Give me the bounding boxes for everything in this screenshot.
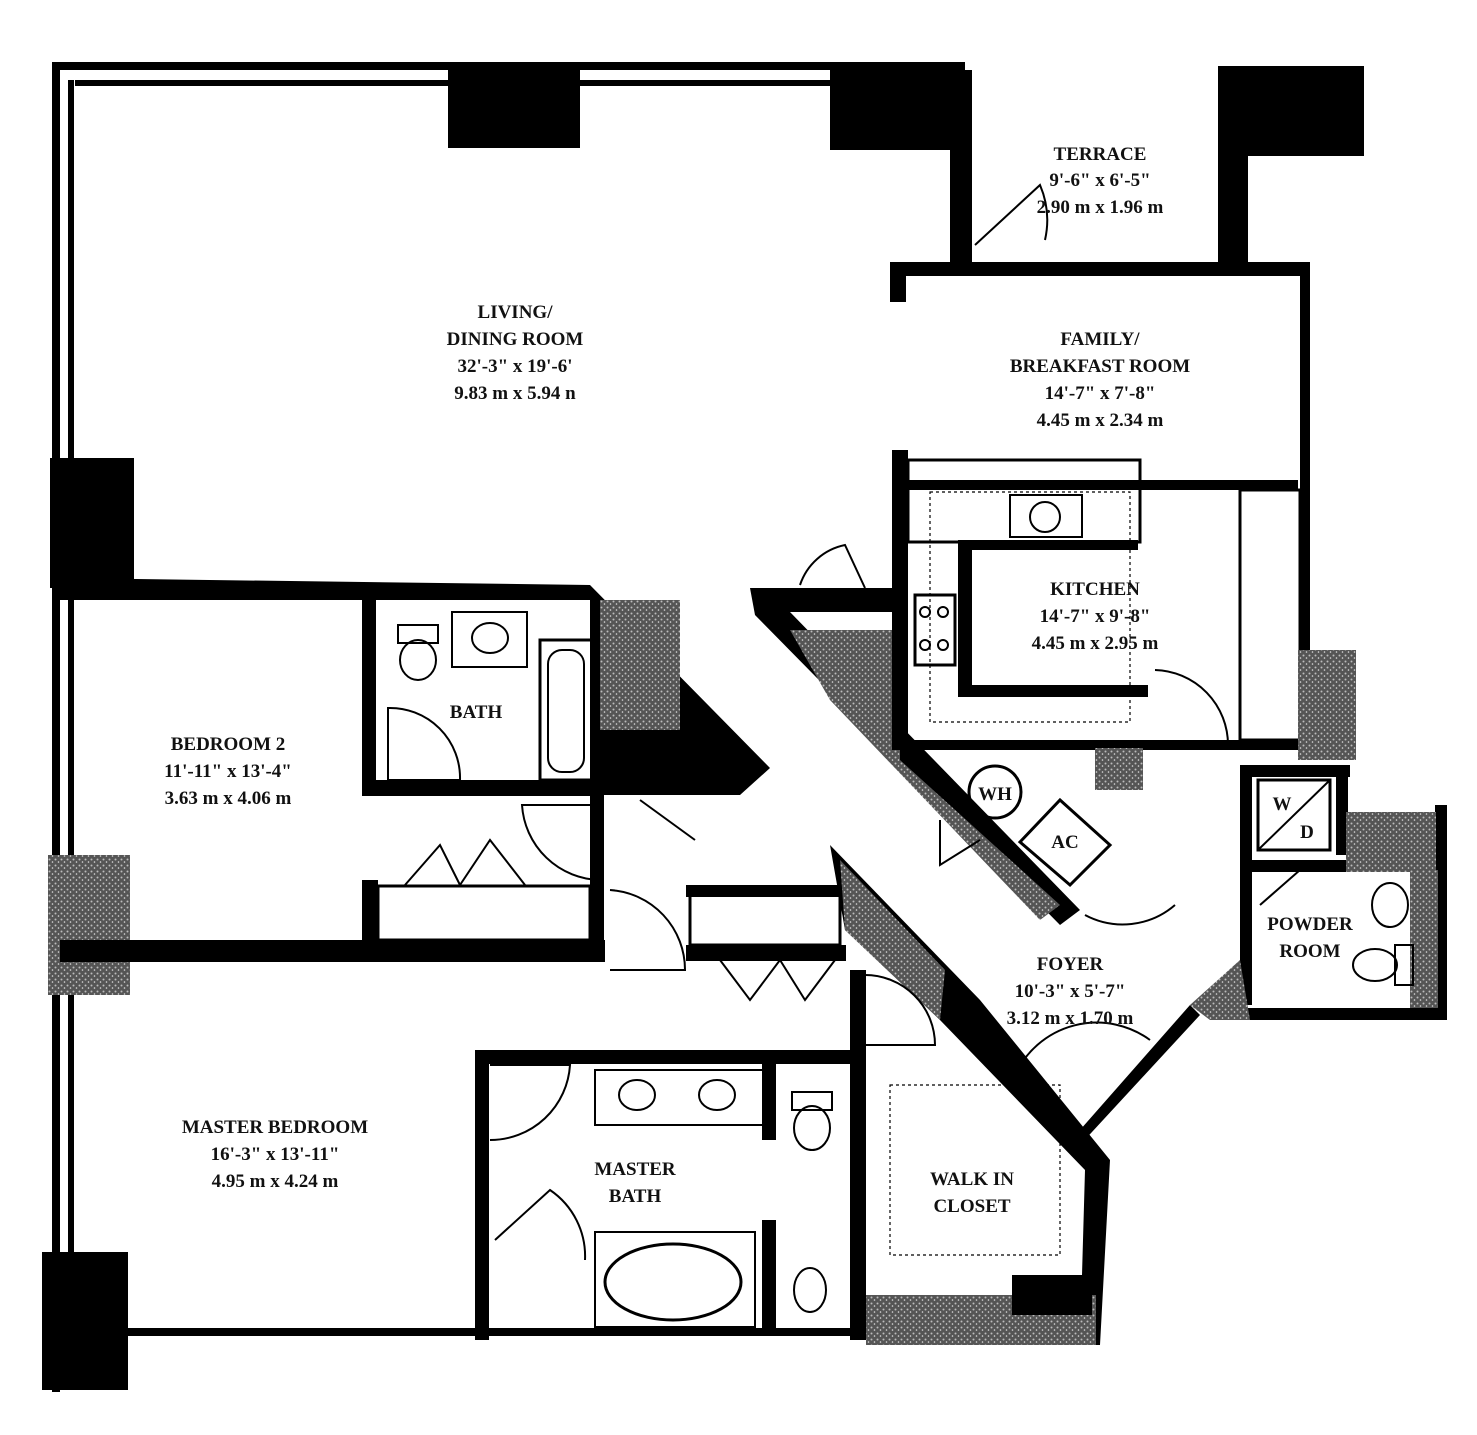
family-name-1: FAMILY/ [1060,329,1140,350]
family-imperial: 14'-7" x 7'-8" [1045,383,1156,404]
master-bath-name-2: BATH [609,1186,662,1207]
master-bedroom-name: MASTER BEDROOM [182,1117,368,1138]
family-metric: 4.45 m x 2.34 m [1037,410,1164,431]
fixture-labels: WH AC W D [978,784,1314,853]
bath-name: BATH [450,702,503,723]
master-bedroom-imperial: 16'-3" x 13'-11" [211,1144,340,1165]
living-imperial: 32'-3" x 19'-6' [457,356,572,377]
kitchen-name: KITCHEN [1050,579,1140,600]
washer-label: W [1273,794,1292,815]
interior-walls [60,450,1447,1345]
powder-name-2: ROOM [1279,941,1340,962]
structural-columns [42,66,1364,1390]
master-bath-name-1: MASTER [594,1159,676,1180]
water-heater-label: WH [978,784,1012,805]
air-conditioner-label: AC [1051,832,1078,853]
walk-in-closet-name-1: WALK IN [930,1169,1014,1190]
living-metric: 9.83 m x 5.94 n [454,383,576,404]
foyer-imperial: 10'-3" x 5'-7" [1015,981,1126,1002]
powder-name-1: POWDER [1267,914,1353,935]
foyer-metric: 3.12 m x 1.70 m [1007,1008,1134,1029]
bedroom2-metric: 3.63 m x 4.06 m [165,788,292,809]
door-swings [387,183,1301,1261]
bedroom2-name: BEDROOM 2 [171,734,286,755]
terrace-name: TERRACE [1054,144,1147,165]
terrace-metric: 2.90 m x 1.96 m [1037,197,1164,218]
living-name-2: DINING ROOM [447,329,584,350]
kitchen-metric: 4.45 m x 2.95 m [1032,633,1159,654]
room-labels: TERRACE 9'-6" x 6'-5" 2.90 m x 1.96 m LI… [164,144,1353,1217]
family-name-2: BREAKFAST ROOM [1010,356,1190,377]
master-bedroom-metric: 4.95 m x 4.24 m [212,1171,339,1192]
living-name-1: LIVING/ [478,302,554,323]
terrace-imperial: 9'-6" x 6'-5" [1049,170,1150,191]
dryer-label: D [1300,822,1314,843]
bedroom2-imperial: 11'-11" x 13'-4" [164,761,292,782]
walk-in-closet-name-2: CLOSET [933,1196,1010,1217]
foyer-name: FOYER [1037,954,1104,975]
kitchen-imperial: 14'-7" x 9'-8" [1040,606,1151,627]
